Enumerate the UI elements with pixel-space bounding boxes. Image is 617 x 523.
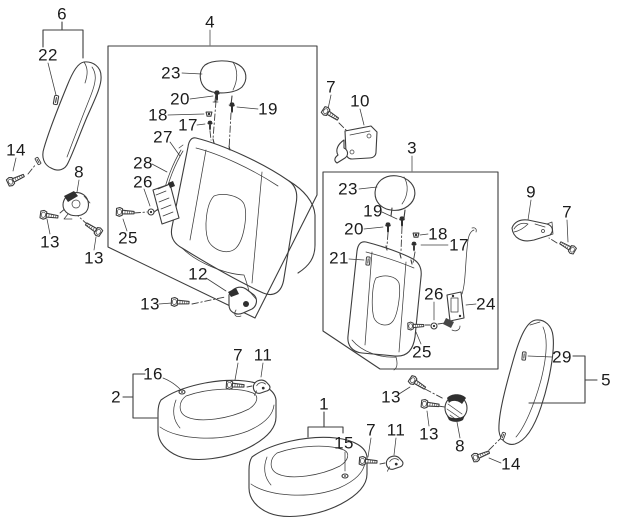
grommet-26-a <box>147 208 155 216</box>
headrest-4 <box>199 60 247 106</box>
callout-23-a[interactable]: 23 <box>161 63 181 83</box>
callout-14-right[interactable]: 14 <box>501 454 521 474</box>
hinge-cover-9 <box>511 219 554 242</box>
callout-3[interactable]: 3 <box>407 138 417 158</box>
callout-14-left[interactable]: 14 <box>6 140 26 160</box>
callout-18-a[interactable]: 18 <box>148 105 168 125</box>
callout-24[interactable]: 24 <box>476 294 496 314</box>
bolt-7-b <box>557 238 578 256</box>
seat-cushion-1 <box>248 436 368 517</box>
callout-6[interactable]: 6 <box>57 4 67 24</box>
callout-13-left-1[interactable]: 13 <box>40 232 60 252</box>
callout-7-b[interactable]: 7 <box>562 202 572 222</box>
bolt-13-left-1 <box>39 209 60 222</box>
retainer-clip-22 <box>52 94 60 106</box>
callout-2[interactable]: 2 <box>111 387 121 407</box>
callout-19-b[interactable]: 19 <box>363 201 383 221</box>
callout-20-a[interactable]: 20 <box>170 89 190 109</box>
bracket-1 <box>307 411 344 438</box>
callout-8-right[interactable]: 8 <box>455 436 465 456</box>
callout-7-d[interactable]: 7 <box>366 420 376 440</box>
seat-back-4 <box>170 137 316 309</box>
callout-22[interactable]: 22 <box>38 45 58 65</box>
callout-29[interactable]: 29 <box>552 347 572 367</box>
seat-cushion-2 <box>157 379 277 460</box>
nut-18-a <box>205 111 213 117</box>
callout-4[interactable]: 4 <box>205 12 215 32</box>
callout-13-d[interactable]: 13 <box>381 387 401 407</box>
leader-lines <box>12 29 569 472</box>
callout-19-a[interactable]: 19 <box>258 99 278 119</box>
hinge-clip-11-b <box>384 454 405 472</box>
bolt-25-a <box>115 206 135 218</box>
callout-28[interactable]: 28 <box>133 153 153 173</box>
callout-26-b[interactable]: 26 <box>424 284 444 304</box>
callout-8-left[interactable]: 8 <box>74 162 84 182</box>
grommet-26-b <box>430 322 438 330</box>
retainer-clip-21 <box>365 256 371 266</box>
bolt-13-left-2 <box>83 219 104 238</box>
callout-26-a[interactable]: 26 <box>133 172 153 192</box>
pad-mount-clip <box>34 156 42 166</box>
callout-11-a[interactable]: 11 <box>253 345 273 365</box>
bolt-13-center <box>170 296 190 308</box>
screw-17-a <box>207 120 213 131</box>
pad-mount-clip-right <box>499 431 507 441</box>
bolt-7-d <box>358 455 378 467</box>
callout-23-b[interactable]: 23 <box>338 179 358 199</box>
callout-10[interactable]: 10 <box>350 91 370 111</box>
bracket-5 <box>528 355 598 404</box>
callout-1[interactable]: 1 <box>319 394 329 414</box>
striker-plate-28 <box>152 181 180 225</box>
callout-17-b[interactable]: 17 <box>449 235 469 255</box>
callout-21[interactable]: 21 <box>329 248 349 268</box>
callout-11-b[interactable]: 11 <box>386 420 406 440</box>
callout-18-b[interactable]: 18 <box>428 224 448 244</box>
seat-back-3 <box>347 241 422 371</box>
callout-13-e[interactable]: 13 <box>419 424 439 444</box>
latch-8-left <box>62 191 91 220</box>
screw-19-a <box>228 102 236 114</box>
bolt-7-c <box>225 379 245 391</box>
bolt-14-left <box>5 170 27 188</box>
callout-15[interactable]: 15 <box>334 433 354 453</box>
retainer-clip-29 <box>521 351 527 361</box>
side-pad-left <box>34 61 102 171</box>
callout-13-left-2[interactable]: 13 <box>84 248 104 268</box>
callout-16[interactable]: 16 <box>143 364 163 384</box>
callout-25-a[interactable]: 25 <box>118 228 138 248</box>
bracket-2 <box>122 373 158 419</box>
headrest-3 <box>374 175 416 219</box>
callout-20-b[interactable]: 20 <box>344 219 364 239</box>
side-pad-right <box>498 319 554 445</box>
hinge-bracket-10 <box>334 125 378 164</box>
group-box-3 <box>322 171 499 370</box>
nut-18-b <box>412 232 420 238</box>
callout-7-a[interactable]: 7 <box>326 77 336 97</box>
bolt-13-e <box>420 398 440 411</box>
callout-27[interactable]: 27 <box>153 127 173 147</box>
screw-17-b <box>411 241 417 252</box>
callout-9[interactable]: 9 <box>526 182 536 202</box>
assembly-lines <box>27 100 558 465</box>
screw-20-b <box>384 222 392 234</box>
bolt-14-right <box>470 447 492 464</box>
callout-5[interactable]: 5 <box>601 370 611 390</box>
callout-7-c[interactable]: 7 <box>233 345 243 365</box>
bracket-6 <box>42 21 84 59</box>
bolt-13-d <box>407 374 428 393</box>
callout-12[interactable]: 12 <box>188 264 208 284</box>
pivot-8-right <box>444 394 468 422</box>
latch-12 <box>228 286 257 317</box>
callout-17-a[interactable]: 17 <box>178 115 198 135</box>
bolt-7-a <box>320 105 341 124</box>
callout-13-center[interactable]: 13 <box>140 294 160 314</box>
latch-24 <box>443 227 477 332</box>
callout-25-b[interactable]: 25 <box>412 342 432 362</box>
hinge-clip-11-a <box>251 378 272 396</box>
